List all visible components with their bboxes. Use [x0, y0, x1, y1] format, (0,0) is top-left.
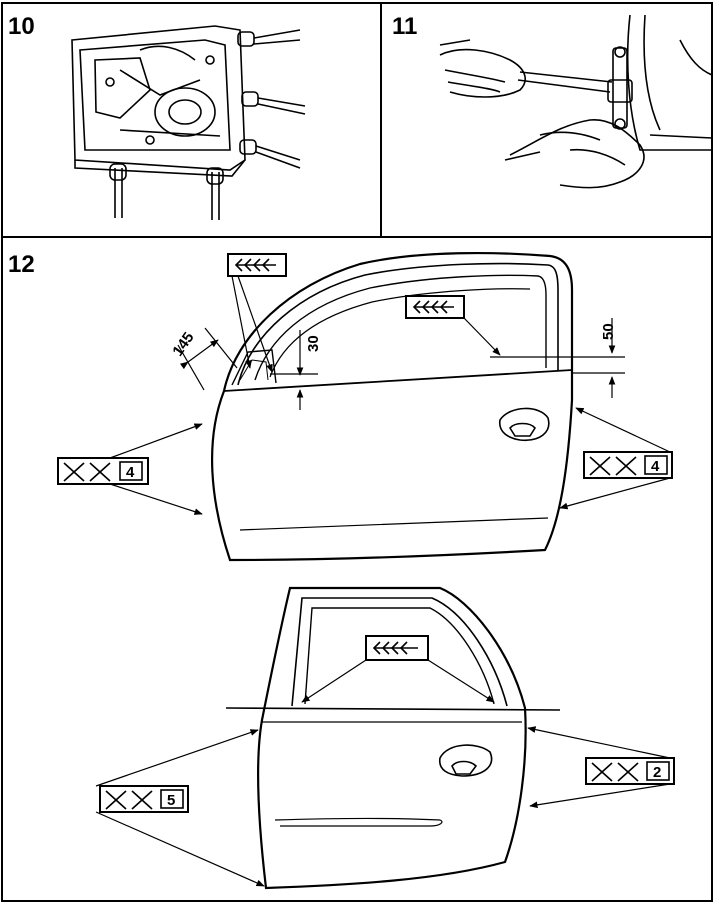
cross-marks-icon	[589, 456, 637, 476]
front-window-frame-outer	[237, 262, 559, 386]
cross-marks-icon	[63, 462, 111, 482]
front-right-leaders	[559, 407, 671, 510]
cross-symbol-front-right-number: 4	[651, 458, 660, 475]
dim-label-50: 50	[600, 323, 617, 340]
upper-hand	[439, 39, 526, 98]
cross-symbol-rear-right: 2	[585, 757, 675, 785]
cross-symbol-rear-left-number: 5	[167, 792, 175, 809]
front-window-leader	[463, 317, 501, 356]
dim-label-30: 30	[305, 335, 322, 352]
front-dimensions	[177, 318, 625, 410]
rear-window-leaders	[301, 659, 495, 703]
rear-left-leaders	[95, 729, 265, 887]
front-door-outline	[210, 251, 574, 562]
cross-symbol-rear-left: 5	[99, 785, 189, 813]
dim-label-145: 145	[169, 329, 197, 359]
front-window-seal	[269, 288, 531, 378]
cross-symbol-front-left: 4	[57, 457, 149, 485]
rear-door	[225, 586, 561, 890]
front-lower-crease	[239, 517, 549, 531]
rear-right-leaders	[527, 726, 671, 809]
tape-symbol-rear	[365, 635, 429, 661]
hinge-and-wrench	[517, 46, 633, 130]
dim-145-ext-b	[204, 327, 238, 369]
cross-marks-icon	[105, 790, 153, 810]
tape-arrows-icon	[372, 641, 418, 655]
front-mirror-inner	[239, 359, 269, 381]
tape-arrows-icon	[412, 300, 454, 314]
clamp-handles	[237, 29, 306, 169]
stand-legs	[109, 163, 224, 220]
dim-145-line	[179, 339, 219, 370]
cross-symbol-front-left-number: 4	[126, 464, 135, 481]
front-door-handle	[498, 407, 550, 442]
rear-belt-line	[225, 707, 561, 711]
rear-window-outer	[291, 597, 508, 707]
tape-symbol-front-window	[405, 295, 465, 319]
lower-hand	[504, 119, 645, 189]
cross-marks-icon	[591, 762, 639, 782]
panel-number-11: 11	[392, 13, 417, 40]
panel-10-illustration	[71, 25, 306, 220]
cross-symbol-front-right: 4	[583, 451, 673, 479]
door-inner-panel	[71, 25, 246, 177]
rear-door-outline	[256, 586, 527, 890]
rear-window-inner	[304, 607, 495, 705]
panel-number-10: 10	[8, 13, 35, 40]
front-belt-line	[223, 369, 573, 392]
front-door	[210, 251, 574, 562]
car-body-pillar	[626, 14, 713, 151]
front-left-leaders	[109, 423, 203, 515]
rear-door-handle	[438, 744, 493, 777]
front-top-leaders	[231, 275, 273, 373]
panel-11-illustration	[439, 14, 713, 189]
tape-symbol-front-top	[227, 253, 287, 277]
cross-symbol-rear-right-number: 2	[653, 764, 661, 781]
rear-lower-crease	[274, 817, 443, 827]
panel-number-12: 12	[8, 251, 35, 278]
front-window-frame-inner	[254, 274, 547, 381]
front-mirror-corner	[231, 349, 277, 386]
tape-arrows-icon	[234, 258, 276, 272]
